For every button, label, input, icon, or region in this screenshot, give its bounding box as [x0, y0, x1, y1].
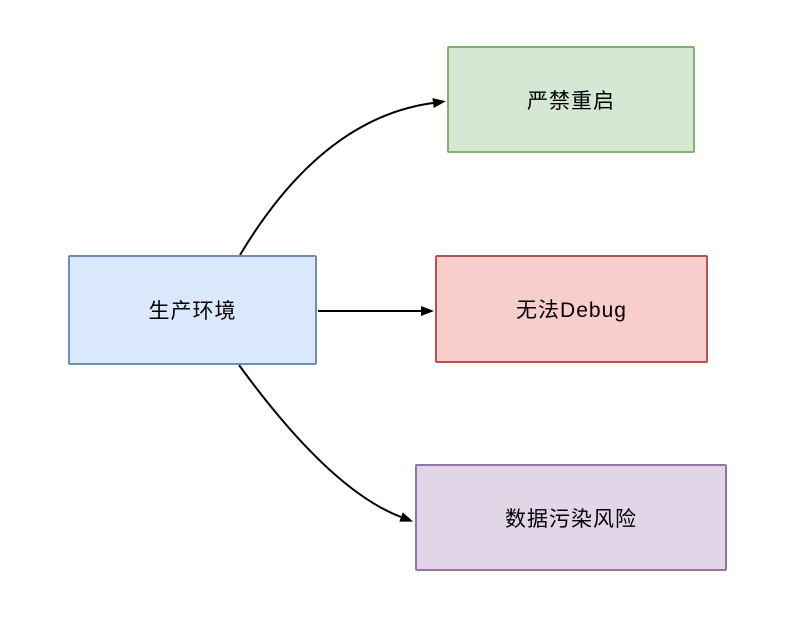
node-production-env-label: 生产环境	[148, 300, 237, 323]
node-production-env: 生产环境	[68, 255, 317, 365]
node-no-restart: 严禁重启	[447, 46, 695, 153]
node-no-debug: 无法Debug	[435, 255, 708, 363]
node-data-pollution-risk-label: 数据污染风险	[505, 507, 637, 531]
node-no-debug-label: 无法Debug	[516, 299, 627, 322]
edge-production-to-no-restart	[239, 98, 446, 256]
edge-production-to-data-pollution	[238, 364, 414, 522]
node-no-restart-label: 严禁重启	[527, 89, 615, 113]
node-data-pollution-risk: 数据污染风险	[415, 464, 727, 571]
